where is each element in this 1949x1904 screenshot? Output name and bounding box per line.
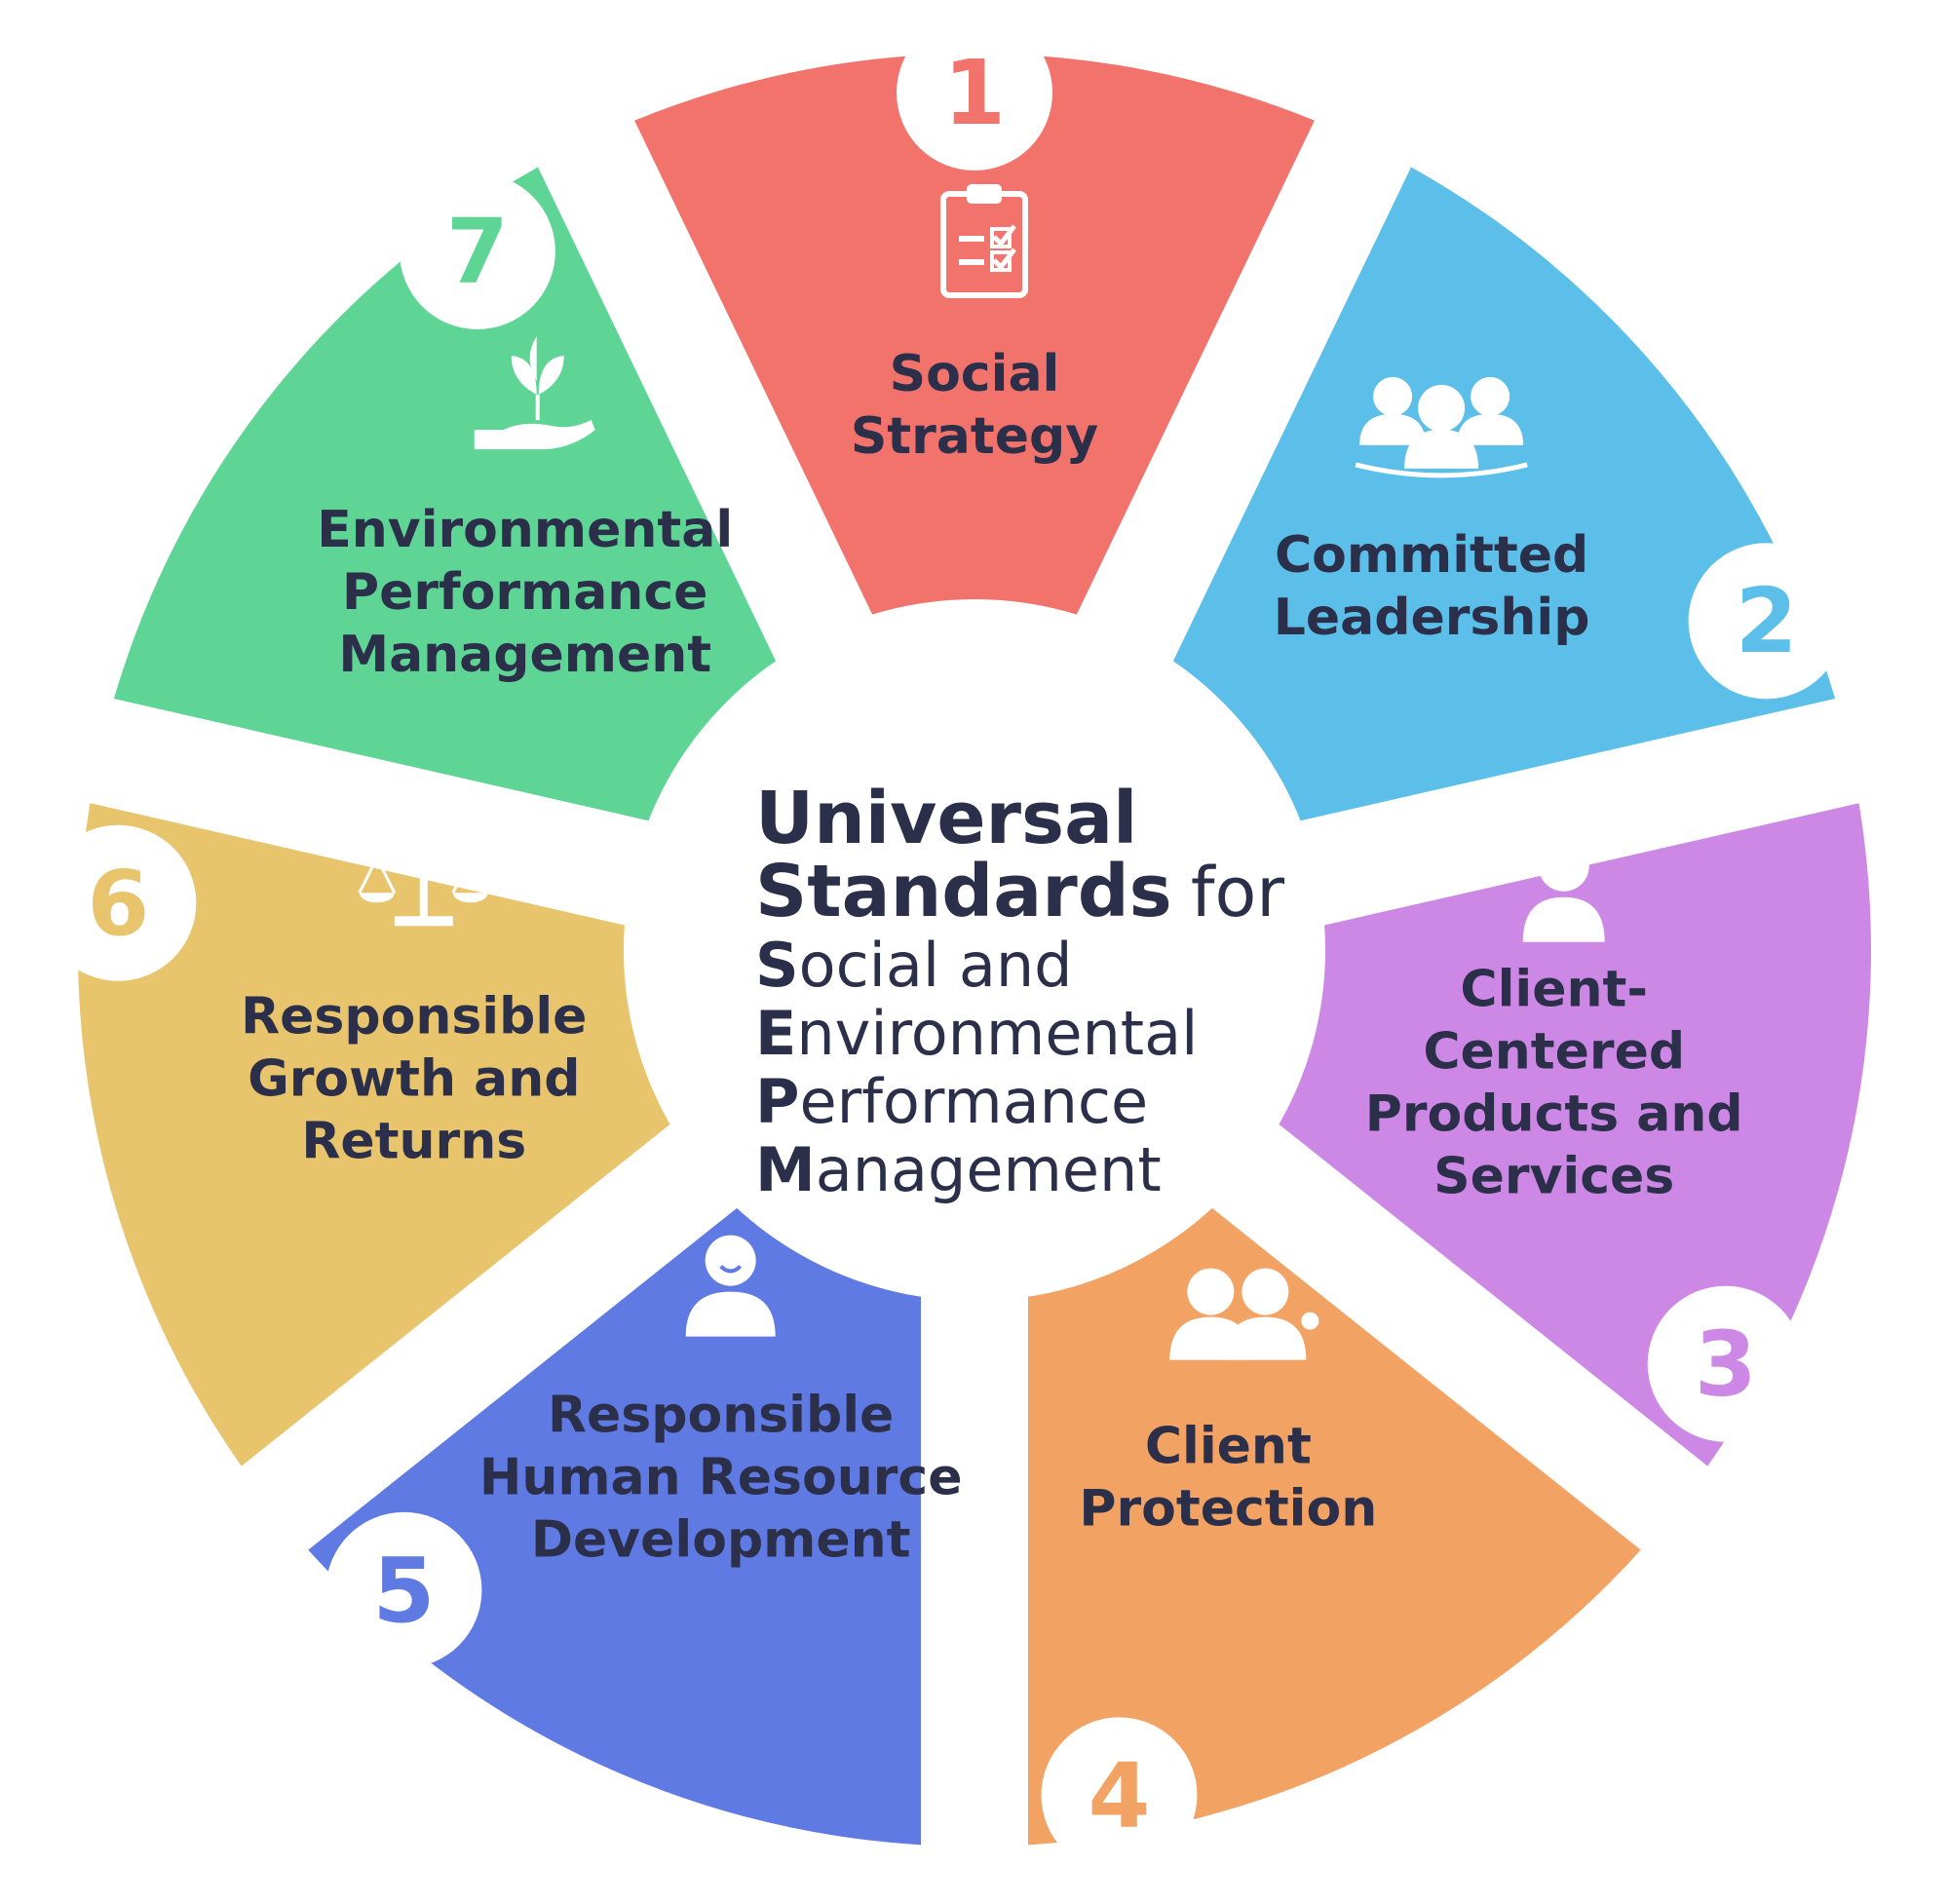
segment-label-line: Client- [1460,961,1648,1019]
segment-label-line: Social [890,345,1060,403]
segment-wedge-2 [1172,167,1836,821]
center-line-social: Social and [755,930,1072,1001]
balance-scale-icon [358,850,490,927]
center-title-standards: Standards [755,850,1172,933]
segment-wedge-5 [308,1207,922,1846]
segment-label-line: Responsible [548,1387,894,1445]
segment-number-1: 1 [943,41,1006,145]
number-badge-4 [1041,1717,1198,1874]
segment-number-2: 2 [1736,569,1798,673]
segment-label-line: Products and [1365,1085,1743,1144]
segment-label-line: Leadership [1274,589,1590,647]
segment-wedge-1 [634,54,1315,615]
smiling-person-icon [685,1235,776,1337]
segment-number-3: 3 [1695,1313,1757,1417]
number-badge-3 [1647,1285,1804,1442]
segment-number-6: 6 [87,852,149,956]
segment-number-7: 7 [446,200,509,304]
segment-number-4: 4 [1088,1743,1150,1847]
segment-label-line: Centered [1423,1023,1685,1082]
center-line-management: Management [755,1134,1162,1205]
team-icon [1355,376,1528,478]
center-line-environmental: Environmental [755,998,1198,1069]
number-badge-7 [399,172,555,329]
number-badge-2 [1688,543,1845,700]
segment-label-line: Returns [301,1112,526,1170]
segment-wedge-4 [1028,1207,1641,1846]
segment-label-line: Environmental [317,501,733,559]
clipboard-checklist-icon [940,184,1028,298]
number-badge-6 [40,824,197,981]
segment-label-line: Development [531,1511,911,1570]
segment-number-5: 5 [372,1539,435,1643]
number-badge-5 [325,1511,482,1668]
segment-label-line: Management [338,626,711,684]
center-line-performance: Performance [755,1066,1148,1137]
segment-wedge-6 [77,803,670,1466]
number-badge-1 [897,15,1052,171]
segment-label-line: Services [1433,1148,1674,1206]
segment-label-line: Human Resource [479,1449,963,1507]
segment-wedge-7 [113,167,777,821]
segment-label-line: Performance [342,563,707,622]
two-people-icon [1169,1268,1319,1360]
center-title-for: for [1191,853,1284,933]
segment-label-line: Growth and [248,1049,580,1108]
hand-plant-icon [474,336,595,450]
center-title-line-1: Universal [755,777,1137,860]
center-title-line-2: Standards for [755,850,1284,933]
segment-label-line: Protection [1079,1480,1377,1539]
center-title: Universal Standards for Social and Envir… [755,777,1284,1205]
segment-label-line: Committed [1275,526,1588,585]
client-assets-icon [1481,774,1640,942]
segment-label-line: Responsible [241,987,587,1046]
segment-label-line: Strategy [851,407,1098,466]
segment-label-line: Client [1145,1418,1312,1476]
